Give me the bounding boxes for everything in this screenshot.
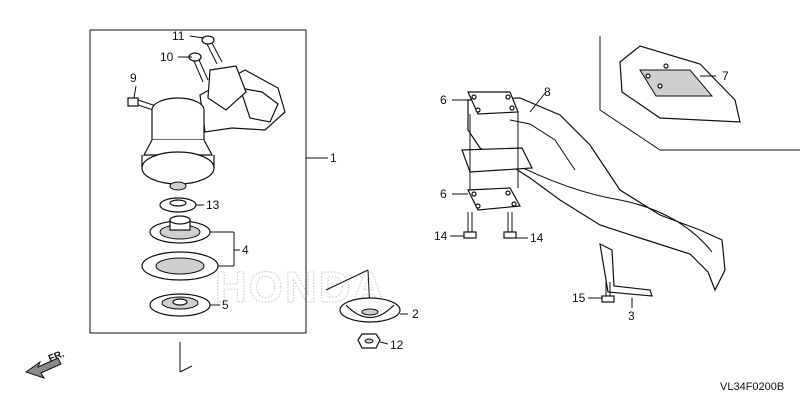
- diagram-code: VL34F0200B: [720, 381, 784, 393]
- bolt-11[interactable]: [201, 35, 223, 65]
- assembly-frame: [89, 29, 322, 373]
- callout-15: 15: [572, 291, 586, 305]
- callout-6-upper: 6: [440, 93, 447, 107]
- callout-12: 12: [390, 338, 404, 352]
- callout-14-left: 14: [434, 229, 448, 243]
- protector-7[interactable]: [619, 45, 741, 123]
- direction-label: FR.: [47, 348, 66, 364]
- cup-2[interactable]: [325, 269, 401, 323]
- callout-10: 10: [160, 50, 174, 64]
- callout-14-right: 14: [530, 231, 544, 245]
- nut-12[interactable]: [357, 333, 381, 349]
- washer-13[interactable]: [159, 197, 197, 213]
- leader-lines: [133, 35, 716, 345]
- stay-3[interactable]: [599, 242, 653, 297]
- callout-9: 9: [130, 71, 137, 85]
- callout-3: 3: [628, 309, 635, 323]
- holder-4[interactable]: [141, 215, 219, 281]
- callout-13: 13: [206, 198, 220, 212]
- plate-6-lower[interactable]: [467, 187, 521, 211]
- bolt-14-right[interactable]: [503, 212, 517, 239]
- callout-1: 1: [330, 151, 337, 165]
- plate-6-upper[interactable]: [467, 91, 519, 115]
- bracket-center: [461, 112, 533, 190]
- bolt-14-left[interactable]: [463, 212, 477, 239]
- callout-6-lower: 6: [440, 187, 447, 201]
- callout-8: 8: [544, 85, 551, 99]
- protector-7-inset: [599, 36, 800, 151]
- callout-5: 5: [222, 298, 229, 312]
- front-direction-arrow-icon: [24, 357, 62, 379]
- bolt-15[interactable]: [601, 282, 615, 303]
- gear-case[interactable]: [141, 65, 286, 191]
- callout-2: 2: [412, 307, 419, 321]
- callout-11: 11: [172, 29, 185, 43]
- callout-7: 7: [722, 69, 729, 83]
- cover-5[interactable]: [149, 293, 211, 317]
- callout-4: 4: [242, 243, 249, 257]
